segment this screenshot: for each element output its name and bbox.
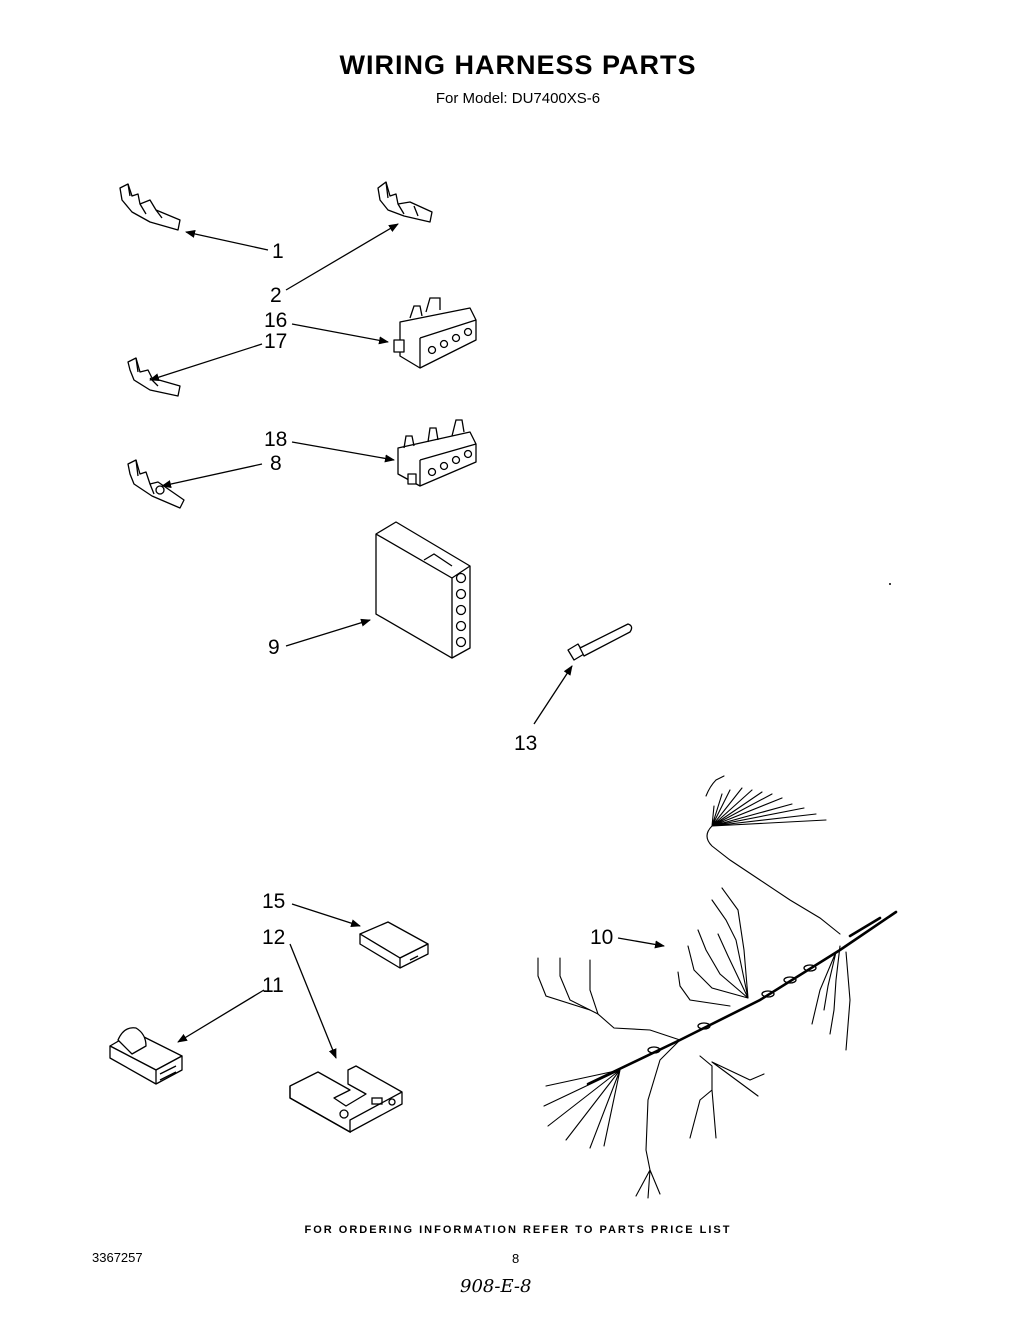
callout-18: 18 (264, 428, 287, 451)
callout-11: 11 (262, 974, 284, 997)
callout-12: 12 (262, 926, 285, 949)
callout-17: 17 (264, 330, 287, 353)
wiring-harness-part-10 (537, 775, 898, 1199)
page-title: WIRING HARNESS PARTS (339, 50, 697, 80)
document-number: 3367257 (92, 1250, 143, 1265)
callout-1: 1 (272, 240, 284, 263)
handwritten-code: 908-E-8 (460, 1276, 532, 1297)
callout-13: 13 (514, 732, 537, 755)
clip-part-15 (359, 921, 429, 969)
model-subtitle: For Model: DU7400XS-6 (435, 90, 601, 107)
connector-cap-part-11 (109, 1027, 183, 1085)
connector-part-18 (397, 419, 477, 487)
terminal-part-1 (119, 183, 181, 231)
connector-block-part-9 (375, 521, 471, 659)
terminal-part-2 (377, 181, 433, 223)
stray-mark (889, 583, 891, 585)
page-number: 8 (512, 1251, 520, 1266)
terminal-part-8 (127, 459, 185, 509)
callout-16: 16 (264, 309, 287, 332)
terminal-part-17 (127, 357, 181, 397)
callout-2: 2 (270, 284, 282, 307)
connector-housing-part-16 (393, 297, 477, 369)
callout-15: 15 (262, 890, 285, 913)
cable-tie-part-13 (567, 623, 633, 661)
bracket-part-12 (289, 1065, 403, 1134)
callout-9: 9 (268, 636, 280, 659)
leader-lines (149, 223, 665, 1059)
callout-8: 8 (270, 452, 282, 475)
callout-10: 10 (590, 926, 613, 949)
ordering-note: FOR ORDERING INFORMATION REFER TO PARTS … (304, 1224, 732, 1236)
